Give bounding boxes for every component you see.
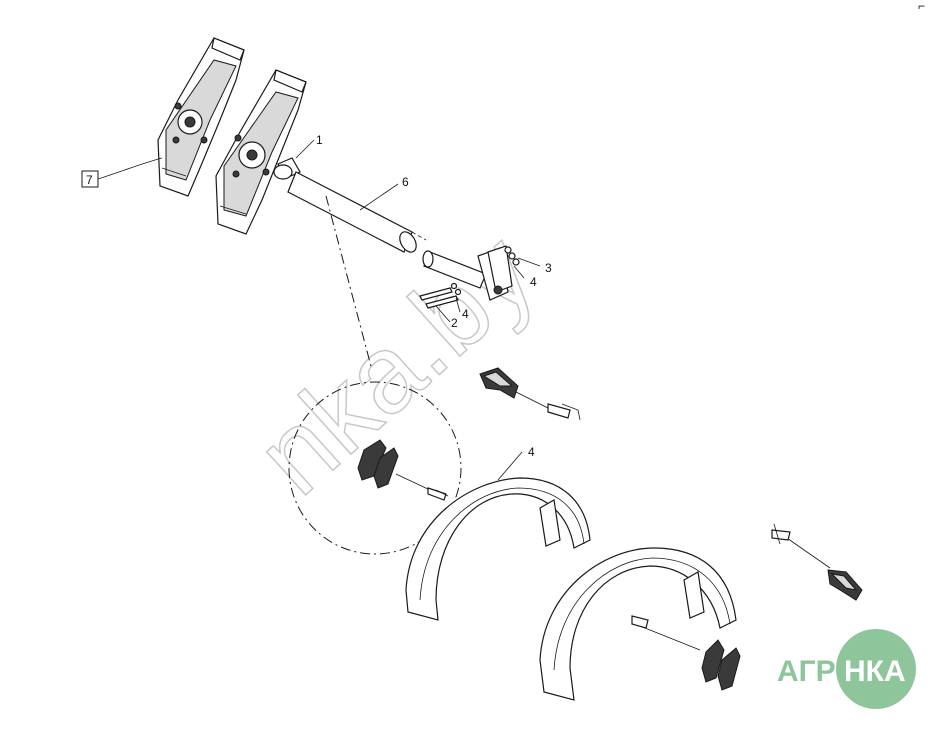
assembly-guide xyxy=(325,195,373,371)
fender-rear xyxy=(539,547,737,701)
tine-lower-fender xyxy=(631,615,741,691)
tine-upper xyxy=(479,367,581,421)
tine-lower-right xyxy=(771,523,863,601)
corner-mark: ⌐ xyxy=(918,0,925,13)
holder-tube xyxy=(422,250,487,289)
logo-left-text: АГРО xyxy=(777,655,859,688)
callout-7: 7 xyxy=(86,173,93,187)
callout-7-box: 7 xyxy=(81,157,163,188)
callout-4-fender: 4 xyxy=(528,445,535,459)
bushing xyxy=(273,157,301,180)
bracket xyxy=(477,245,520,301)
bolt-leader xyxy=(435,305,451,323)
shaft xyxy=(287,171,427,253)
hub-half-front xyxy=(215,69,307,235)
detail-circle xyxy=(288,381,462,555)
callout-4-bracket: 4 xyxy=(530,275,537,289)
bushing-leader xyxy=(295,139,315,159)
callout-3: 3 xyxy=(545,261,552,275)
callout-6: 6 xyxy=(402,175,409,189)
agronka-logo: АГРО НКА xyxy=(777,629,916,709)
fender-front xyxy=(405,477,591,621)
washer-leader xyxy=(517,257,541,267)
shaft-leader xyxy=(359,183,399,211)
logo-right-text: НКА xyxy=(844,655,906,688)
bolts xyxy=(419,282,462,309)
tine-detail xyxy=(357,439,449,501)
callout-2: 2 xyxy=(451,316,458,330)
nut-leader xyxy=(513,265,525,279)
callout-4-bolts: 4 xyxy=(462,307,469,321)
bolt-nut-leader xyxy=(455,297,461,313)
fender-leader xyxy=(497,451,523,481)
hub-half-rear xyxy=(157,37,245,197)
callout-1: 1 xyxy=(316,133,323,147)
